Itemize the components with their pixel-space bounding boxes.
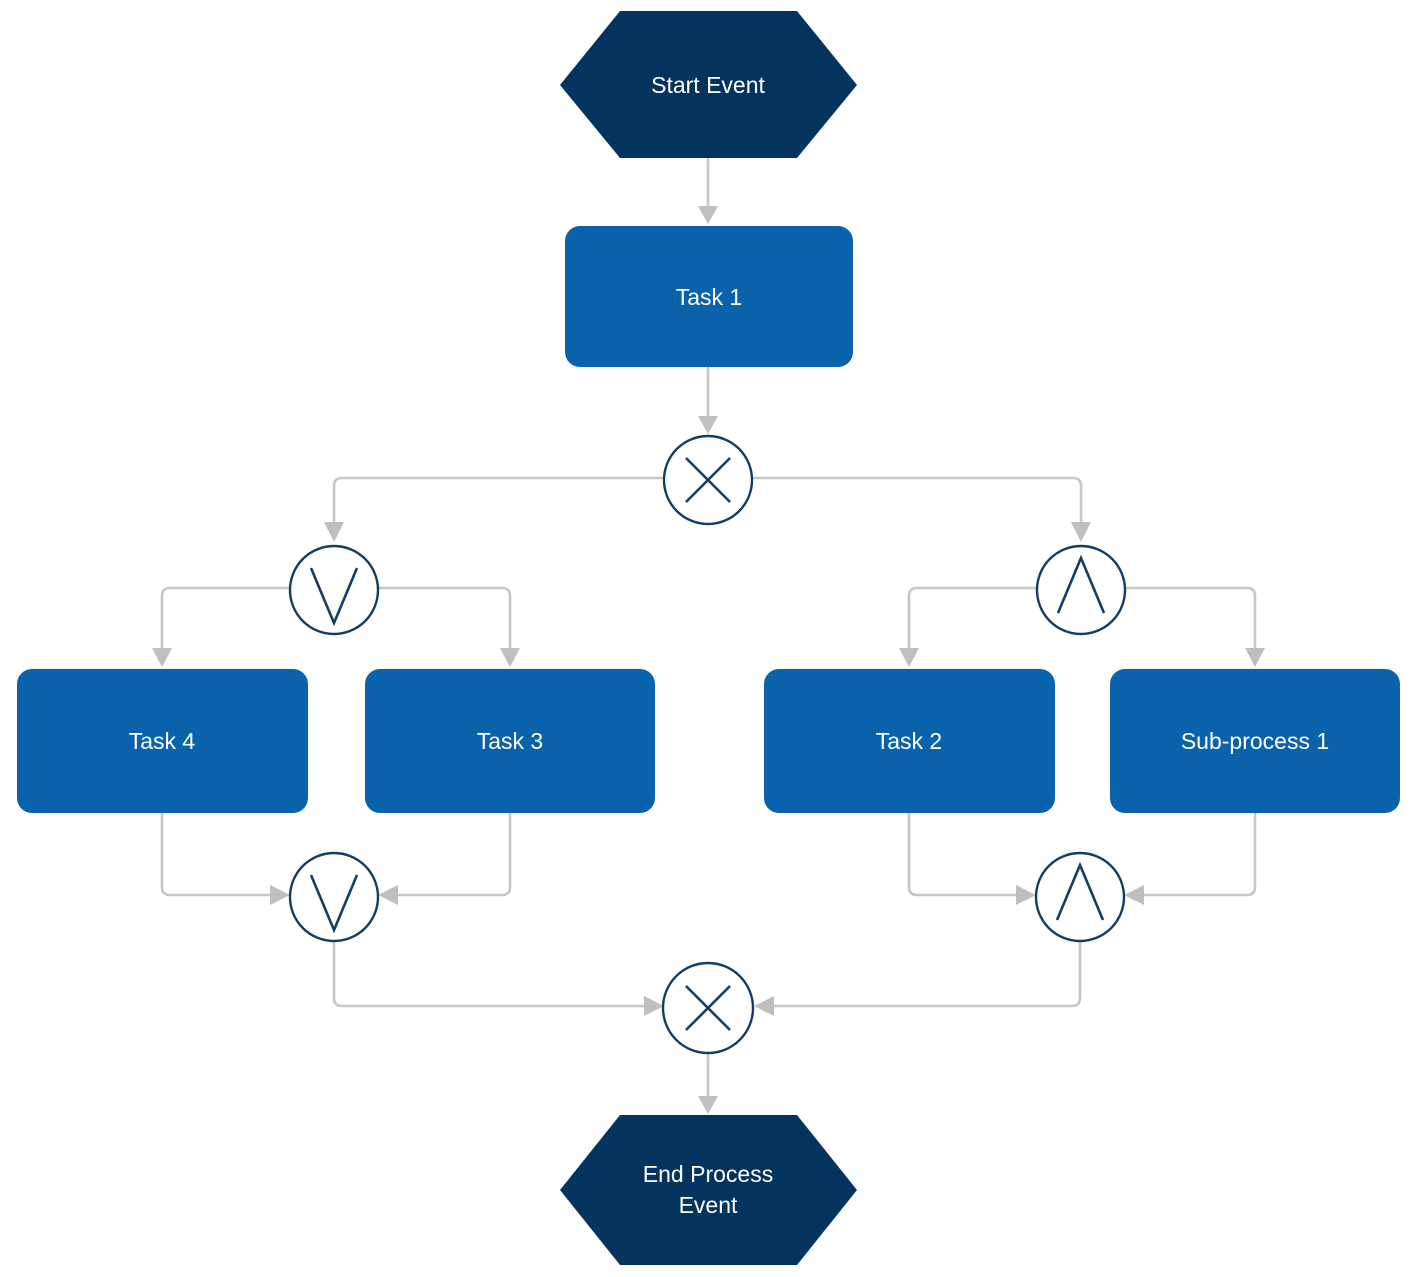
and-gateway-icon <box>1055 861 1105 921</box>
xor-gateway-icon <box>685 985 731 1031</box>
node-gateway-and-join[interactable] <box>1034 851 1126 943</box>
end-event-shape <box>560 1115 857 1265</box>
flow-xor-split-to-and-split <box>752 476 1091 542</box>
start-event-shape <box>560 11 857 158</box>
flow-and-split-to-task2 <box>899 586 1037 667</box>
node-gateway-xor-split[interactable] <box>662 434 754 526</box>
task-1-shape <box>565 226 853 367</box>
flow-task3-to-or-join <box>378 813 512 905</box>
node-start-event[interactable]: Start Event <box>560 11 857 158</box>
flow-and-join-to-xor-join <box>754 941 1082 1016</box>
flow-or-join-to-xor-join <box>332 941 664 1016</box>
flow-xor-join-to-end-event <box>698 1053 718 1114</box>
flow-start-to-task1 <box>698 158 718 224</box>
node-gateway-xor-join[interactable] <box>661 961 755 1055</box>
flow-task2-to-and-join <box>907 813 1036 905</box>
node-gateway-or-join[interactable] <box>288 851 380 943</box>
connector-layer <box>152 158 1265 1114</box>
task-2-shape <box>764 669 1055 813</box>
or-gateway-icon <box>309 567 359 627</box>
node-task-4[interactable]: Task 4 <box>17 669 308 813</box>
node-end-event[interactable]: End Process Event <box>560 1115 857 1265</box>
node-task-3[interactable]: Task 3 <box>365 669 655 813</box>
node-task-2[interactable]: Task 2 <box>764 669 1055 813</box>
and-gateway-icon <box>1056 554 1106 614</box>
flow-subprocess1-to-and-join <box>1124 813 1257 905</box>
flow-or-split-to-task4 <box>152 586 290 667</box>
task-3-shape <box>365 669 655 813</box>
node-task-1[interactable]: Task 1 <box>565 226 853 367</box>
flow-task4-to-or-join <box>160 813 290 905</box>
task-4-shape <box>17 669 308 813</box>
flow-xor-split-to-or-split <box>324 476 664 542</box>
flow-task1-to-xor-split <box>698 367 718 434</box>
xor-gateway-icon <box>685 457 731 503</box>
flow-and-split-to-subprocess1 <box>1125 586 1265 667</box>
node-gateway-or-split[interactable] <box>288 544 380 636</box>
node-gateway-and-split[interactable] <box>1035 544 1127 636</box>
sub-process-1-shape <box>1110 669 1400 813</box>
node-sub-process-1[interactable]: Sub-process 1 <box>1110 669 1400 813</box>
flow-or-split-to-task3 <box>378 586 520 667</box>
or-gateway-icon <box>309 874 359 934</box>
